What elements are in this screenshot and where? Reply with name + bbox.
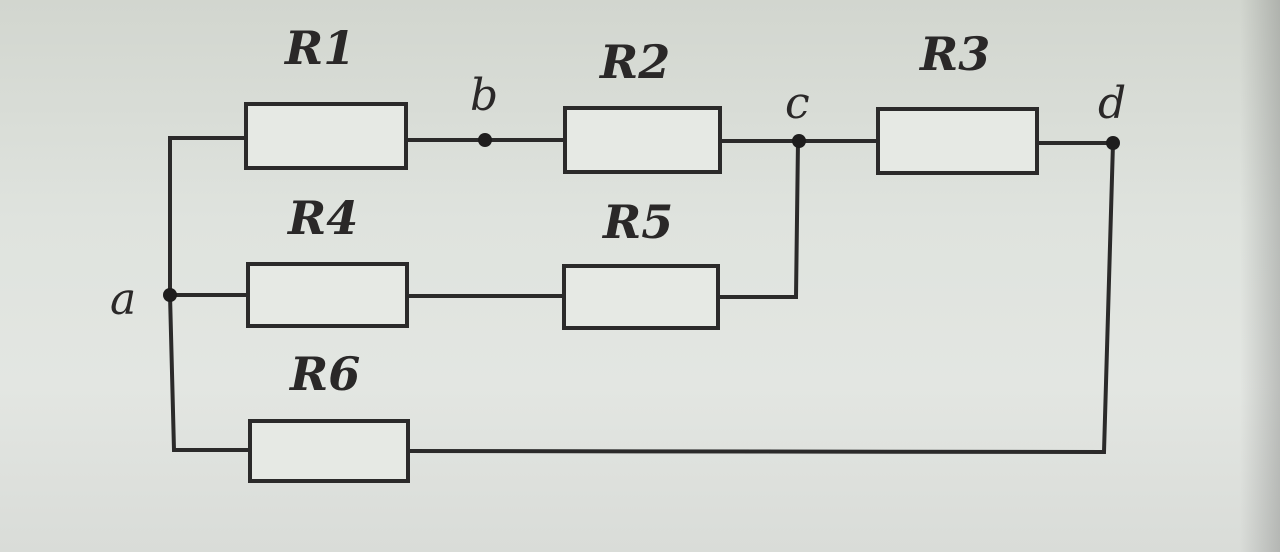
resistor-r2: [563, 106, 722, 174]
wire-a-to-r1: [168, 136, 248, 297]
label-node-a: a: [110, 274, 136, 325]
label-r3: R3: [918, 27, 990, 81]
resistor-r3: [876, 107, 1039, 175]
label-r5: R5: [601, 195, 673, 249]
label-r4: R4: [286, 191, 358, 245]
resistor-r5: [562, 264, 720, 330]
label-r6: R6: [288, 347, 360, 401]
node-b-dot: [478, 133, 492, 147]
resistor-r6: [248, 419, 410, 483]
wire-r6-to-d: [405, 140, 1116, 455]
photo-edge-shadow: [1240, 0, 1280, 552]
resistor-r4: [246, 262, 409, 328]
label-r2: R2: [598, 35, 670, 89]
node-d-dot: [1106, 136, 1120, 150]
label-node-c: c: [785, 78, 810, 129]
node-a-dot: [163, 288, 177, 302]
label-node-b: b: [470, 70, 498, 121]
label-node-d: d: [1098, 78, 1126, 129]
resistor-r1: [244, 102, 408, 170]
label-r1: R1: [283, 21, 355, 75]
wire-r5-to-c: [716, 138, 801, 299]
wire-a-to-r6: [167, 292, 252, 452]
node-c-dot: [792, 134, 806, 148]
